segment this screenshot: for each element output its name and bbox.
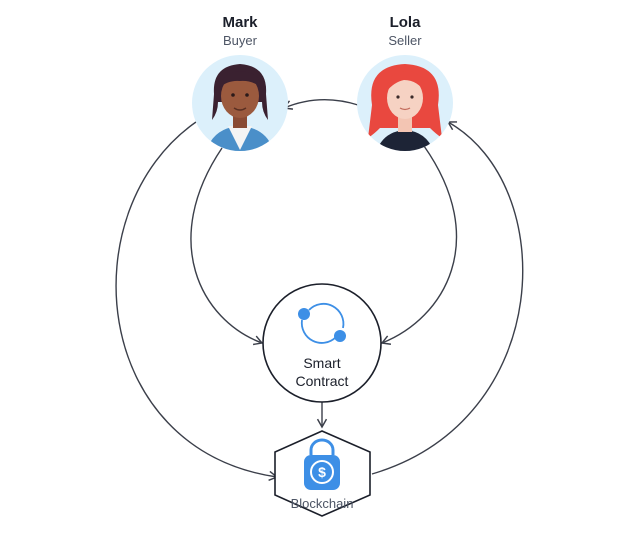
connector-blockchain-to-seller [371,121,524,475]
blockchain-label: Blockchain [290,496,354,511]
smart-contract-node [262,283,382,403]
sync-icon [298,302,346,344]
seller-role: Seller [388,33,422,48]
connector-buyer-to-blockchain [115,121,279,481]
seller-avatar [357,55,453,151]
connector-buyer-to-contract [190,147,264,346]
smart-contract-label: Smart Contract [272,354,372,390]
connector-seller-to-contract [380,145,458,345]
buyer-avatar [192,55,288,151]
connector-seller-to-buyer [282,98,359,110]
dollar-lock-icon: $ [304,438,340,490]
smart-contract-line1: Smart [303,355,341,371]
seller-name: Lola [389,14,421,31]
buyer-role: Buyer [223,33,257,48]
blockchain-node: $ [274,430,371,517]
smart-contract-line2: Contract [295,373,349,389]
svg-text:$: $ [318,464,326,480]
buyer-name: Mark [222,14,258,31]
